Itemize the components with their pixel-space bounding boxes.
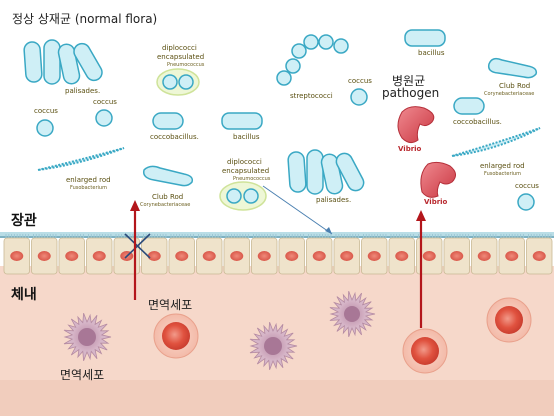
label-enlarged-rod-left: enlarged rod (66, 176, 111, 184)
club-rod-left (142, 165, 194, 187)
body-tissue-shade (0, 380, 554, 416)
label-coccobacillus-left: coccobacillus. (150, 133, 199, 141)
immune-cell-label-1: 면역세포 (148, 298, 193, 312)
epithelial-cell (306, 234, 333, 275)
label-pneumococcus-1: Pneumococcus (167, 62, 205, 68)
label-coccus-left-2: coccus (34, 107, 58, 115)
coccus-left-1 (95, 109, 113, 127)
enlarged-rod-left (37, 147, 125, 171)
label-club-rod-right: Club Rod (499, 82, 531, 90)
epithelial-cell (31, 234, 58, 275)
blocked-arrow (130, 200, 140, 300)
epithelial-cell (498, 234, 525, 275)
immune-cell-spiky-2 (249, 322, 298, 370)
label-bacillus-mid: bacillus (233, 133, 260, 141)
coccus-right (517, 193, 535, 211)
epithelial-cell (526, 234, 553, 275)
label-palisades-left: palisades. (65, 87, 101, 95)
label-fusobacterium-right: Fusobacterium (484, 171, 521, 177)
diagram-title: 정상 상재균 (normal flora) (12, 12, 158, 26)
label-diplococci-1: diplococci (162, 44, 197, 52)
immune-cell-spiky-1 (63, 313, 112, 361)
label-corynebacteriaceae-right: Corynebacteriaceae (484, 91, 535, 97)
enlarged-rod-right (451, 127, 541, 157)
epithelial-cell (471, 234, 498, 275)
palisades-mid (287, 149, 365, 195)
immune-cell-round-3 (486, 297, 532, 343)
coccus-mid (350, 88, 368, 106)
diplococci-encapsulated-1 (156, 68, 200, 96)
label-pneumococcus-2: Pneumococcus (233, 176, 271, 182)
label-vibrio-2: Vibrio (424, 198, 448, 206)
pathogen-label-ko: 병원균 (392, 74, 426, 88)
epithelial-cell (58, 234, 85, 275)
immune-cell-round-1 (153, 313, 199, 359)
epithelial-cell (196, 234, 223, 275)
epithelial-cell (3, 234, 30, 275)
immune-cell-spiky-3 (329, 291, 376, 337)
label-club-rod-left: Club Rod (152, 193, 184, 201)
immune-cell-label-2: 면역세포 (60, 368, 105, 382)
label-coccus-right: coccus (515, 182, 539, 190)
label-fusobacterium-left: Fusobacterium (70, 185, 107, 191)
region-gut-label: 장관 (11, 213, 37, 229)
club-rod-right (487, 57, 538, 79)
vibrio-pathogen-2 (420, 161, 456, 198)
label-encapsulated-1: encapsulated (157, 53, 205, 61)
epithelial-cell (223, 234, 250, 275)
label-coccobacillus-right: coccobacillus. (453, 118, 502, 126)
epithelial-cell (388, 234, 415, 275)
blocked-cross-icon (124, 233, 151, 259)
coccobacillus-right (453, 97, 485, 115)
diplococci-encapsulated-2 (219, 181, 267, 211)
bacillus-right (404, 29, 446, 47)
region-body-label: 체내 (11, 287, 37, 303)
coccobacillus-left (152, 112, 184, 130)
label-coccus-mid: coccus (348, 77, 372, 85)
epithelial-cell (86, 234, 113, 275)
label-palisades-mid: palisades. (316, 196, 352, 204)
label-corynebacteriaceae-left: Corynebacteriaceae (140, 202, 191, 208)
epithelial-cell (443, 234, 470, 275)
label-coccus-left-1: coccus (93, 98, 117, 106)
epithelial-cell (278, 234, 305, 275)
immune-cell-round-2 (402, 328, 448, 374)
epithelial-cell (361, 234, 388, 275)
label-bacillus-right: bacillus (418, 49, 445, 57)
epithelial-cell (416, 234, 443, 275)
label-streptococci: streptococci (290, 92, 333, 100)
pathogen-label-en: pathogen (382, 86, 440, 100)
vibrio-pathogen-1 (397, 106, 435, 144)
pathogen-arrow (416, 210, 426, 328)
epithelial-cell (251, 234, 278, 275)
invasion-line-head (325, 227, 332, 234)
label-encapsulated-2: encapsulated (222, 167, 270, 175)
epithelial-cell (141, 234, 168, 275)
coccus-left-2 (36, 119, 54, 137)
bacillus-mid (221, 112, 263, 130)
epithelial-cell (333, 234, 360, 275)
label-enlarged-rod-right: enlarged rod (480, 162, 525, 170)
label-diplococci-2: diplococci (227, 158, 262, 166)
streptococci-chain (276, 34, 349, 86)
palisades-left (23, 39, 103, 85)
label-vibrio-1: Vibrio (398, 145, 422, 153)
epithelium-layer (0, 232, 554, 275)
epithelial-cell (168, 234, 195, 275)
invasion-line (262, 185, 333, 235)
